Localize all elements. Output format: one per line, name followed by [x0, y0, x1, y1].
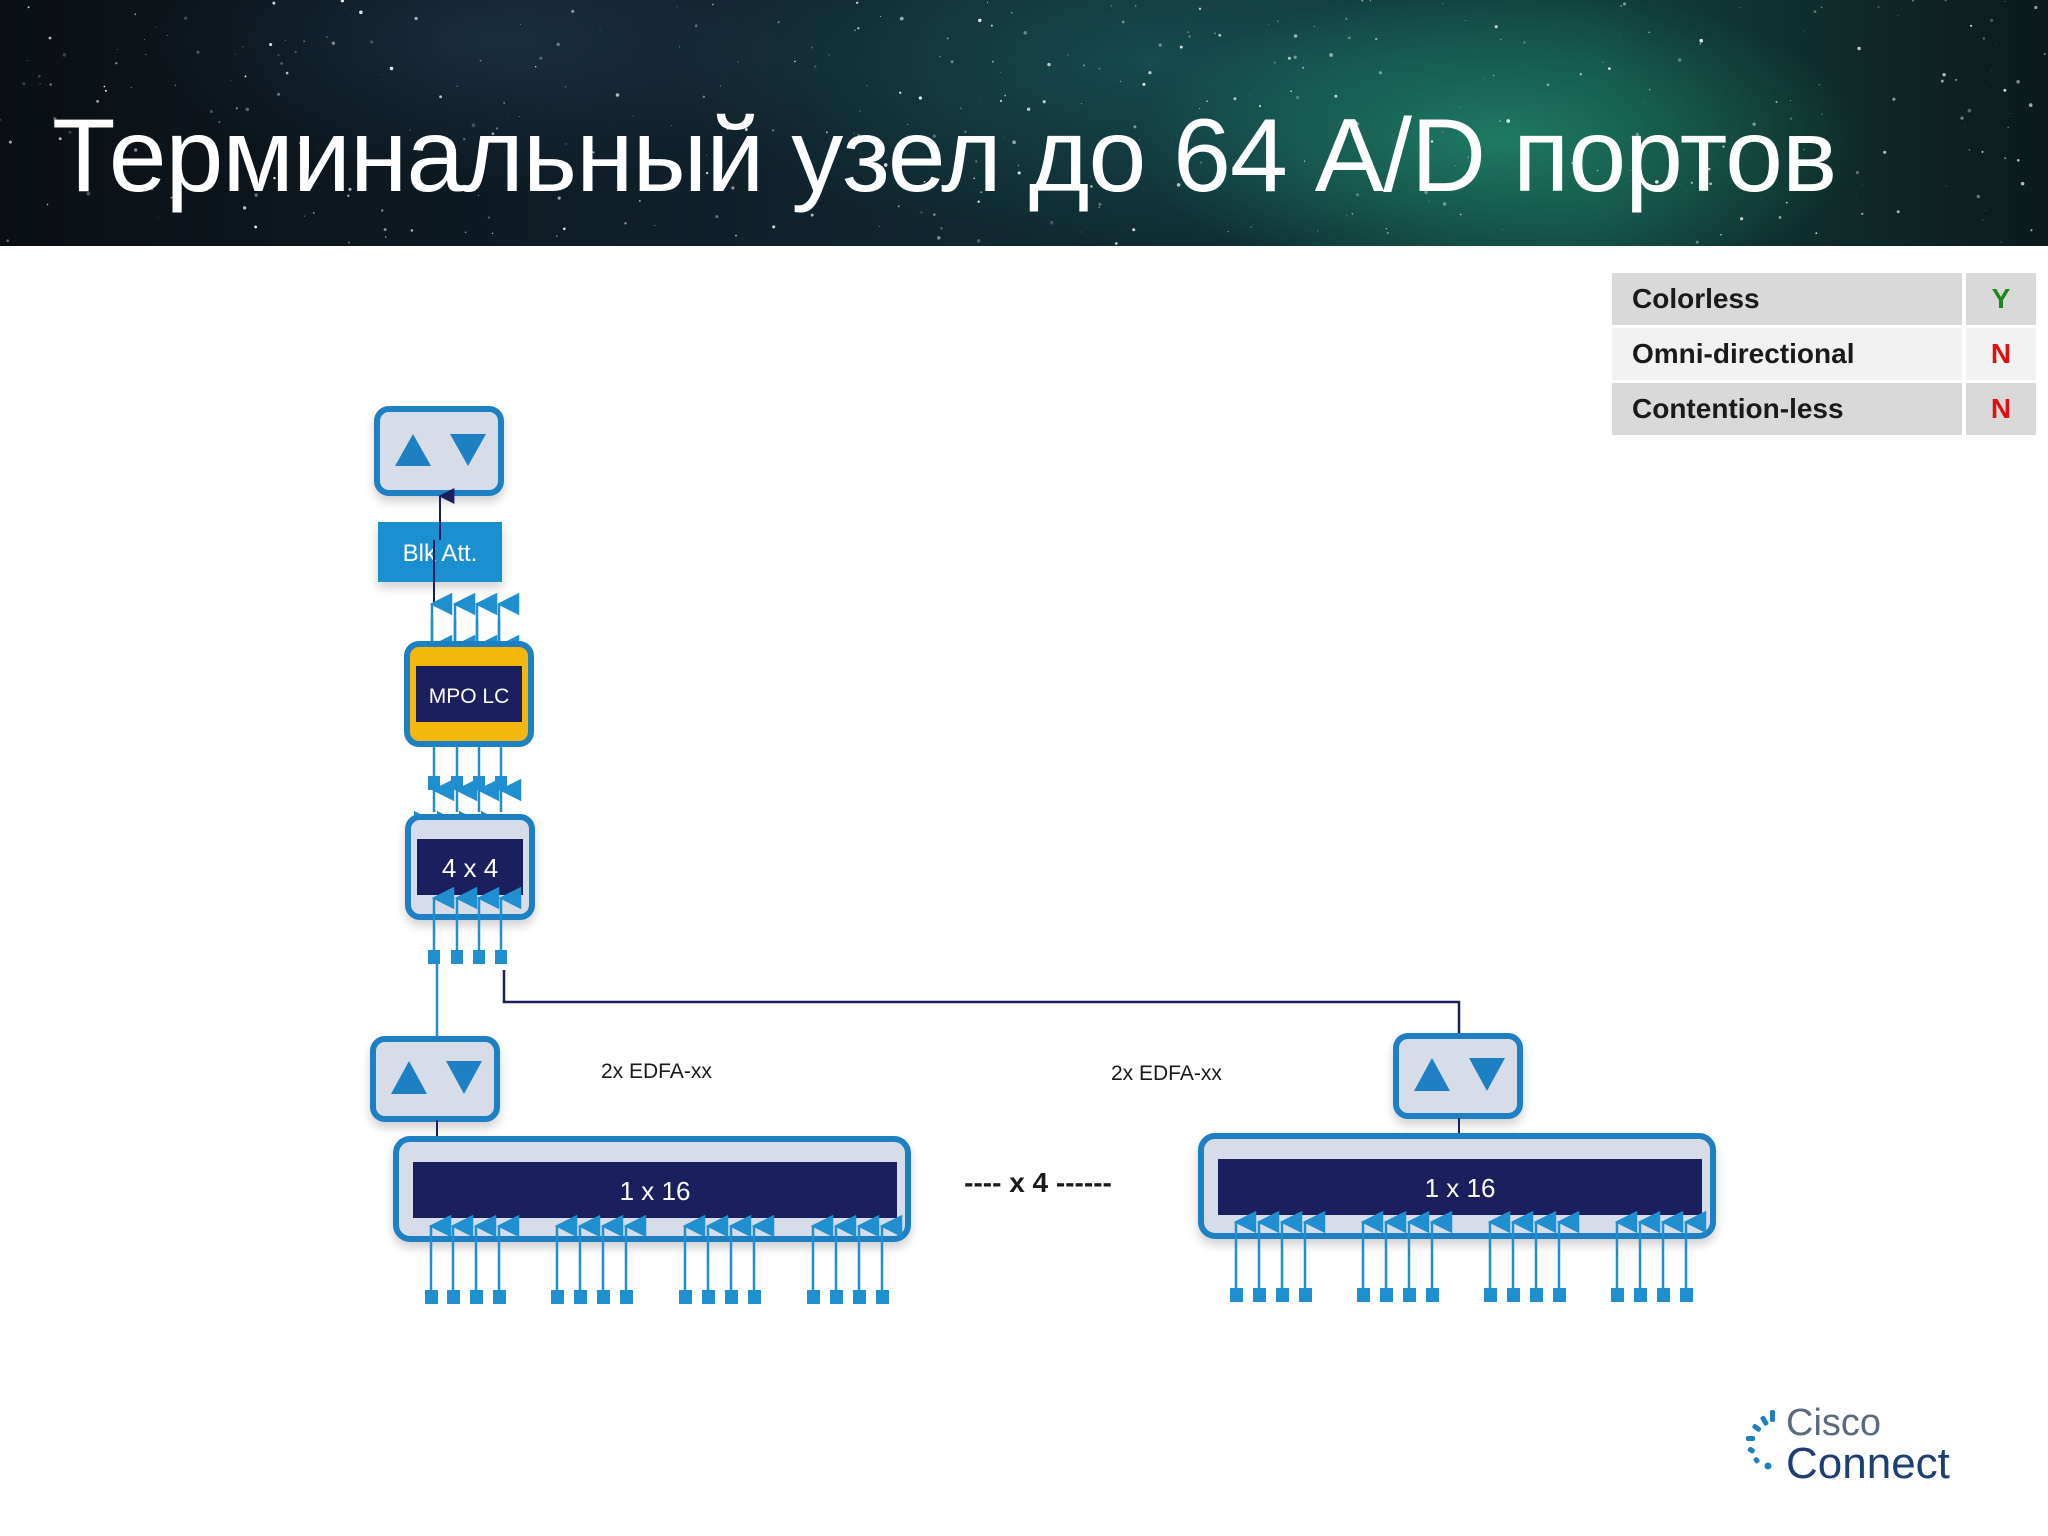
feature-row: Contention-less N	[1612, 383, 2036, 435]
port-connector	[807, 1290, 820, 1304]
cisco-connect-logo: Cisco Connect	[1740, 1402, 1960, 1488]
port-connector	[1299, 1288, 1312, 1302]
feature-label: Colorless	[1612, 273, 1962, 325]
port-connector	[725, 1290, 738, 1304]
port-connector	[493, 1290, 506, 1304]
feature-table: Colorless Y Omni-directional N Contentio…	[1612, 270, 2036, 438]
port-connector	[428, 950, 440, 964]
port-connector	[1276, 1288, 1289, 1302]
switch-4x4-box: 4 x 4	[405, 814, 535, 920]
port-connector	[748, 1290, 761, 1304]
port-connector	[1357, 1288, 1370, 1302]
right-amplifier	[1393, 1033, 1523, 1119]
port-connector	[470, 1290, 483, 1304]
port-connector	[1530, 1288, 1543, 1302]
port-connector	[551, 1290, 564, 1304]
port-connector	[1380, 1288, 1393, 1302]
port-connector	[495, 950, 507, 964]
port-connector	[1403, 1288, 1416, 1302]
feature-value: N	[1966, 328, 2036, 380]
mpo-label: MPO LC	[429, 685, 510, 708]
port-connector	[1484, 1288, 1497, 1302]
splitter-right-label: 1 x 16	[1425, 1173, 1496, 1203]
port-connector	[1253, 1288, 1266, 1302]
port-connector	[574, 1290, 587, 1304]
arrow-down-icon	[1469, 1058, 1505, 1091]
port-connector	[1634, 1288, 1647, 1302]
port-connector	[1611, 1288, 1624, 1302]
feature-value: N	[1966, 383, 2036, 435]
port-connector	[425, 1290, 438, 1304]
port-connector	[702, 1290, 715, 1304]
port-connector	[495, 776, 507, 790]
port-connector	[1553, 1288, 1566, 1302]
connection-line	[502, 970, 1461, 1040]
port-connector	[1507, 1288, 1520, 1302]
arrow-up-icon	[391, 1061, 427, 1094]
port-connector	[451, 776, 463, 790]
cisco-dots-icon	[1746, 1410, 1775, 1470]
port-connector	[1680, 1288, 1693, 1302]
port-connector	[428, 776, 440, 790]
arrow-up-icon	[395, 434, 431, 466]
port-connector	[876, 1290, 889, 1304]
port-connector	[1657, 1288, 1670, 1302]
mpo-lc-box: MPO LC	[404, 641, 534, 747]
logo-line2: Connect	[1786, 1439, 1950, 1488]
right-splitter-box: 1 x 16	[1198, 1133, 1716, 1239]
port-connector	[679, 1290, 692, 1304]
port-connector	[473, 776, 485, 790]
left-splitter-box: 1 x 16	[393, 1136, 911, 1242]
port-connector	[1230, 1288, 1243, 1302]
left-amplifier	[370, 1036, 500, 1122]
feature-label: Contention-less	[1612, 383, 1962, 435]
port-connector	[620, 1290, 633, 1304]
feature-row: Omni-directional N	[1612, 328, 2036, 380]
starfield-background	[0, 0, 2046, 246]
edfa-right-label: 2x EDFA-xx	[1111, 1062, 1222, 1085]
port-connector	[447, 1290, 460, 1304]
feature-label: Omni-directional	[1612, 328, 1962, 380]
port-connector	[473, 950, 485, 964]
feature-value: Y	[1966, 273, 2036, 325]
top-amplifier	[374, 406, 504, 496]
feature-row: Colorless Y	[1612, 273, 2036, 325]
port-connector	[451, 950, 463, 964]
port-connector	[853, 1290, 866, 1304]
arrow-up-icon	[1414, 1058, 1450, 1091]
blk-att-label: Blk Att.	[403, 540, 478, 567]
arrow-down-icon	[446, 1061, 482, 1094]
logo-line1: Cisco	[1786, 1402, 1882, 1444]
splitter-left-label: 1 x 16	[620, 1176, 691, 1206]
port-connector	[1426, 1288, 1439, 1302]
multiplier-label: ---- x 4 ------	[964, 1167, 1112, 1198]
port-connector	[830, 1290, 843, 1304]
arrow-down-icon	[450, 434, 486, 466]
port-connector	[597, 1290, 610, 1304]
switch-label: 4 x 4	[442, 853, 498, 883]
title-banner: Терминальный узел до 64 A/D портов	[0, 0, 2048, 246]
slide-title: Терминальный узел до 64 A/D портов	[52, 98, 1837, 214]
edfa-left-label: 2x EDFA-xx	[601, 1060, 712, 1083]
